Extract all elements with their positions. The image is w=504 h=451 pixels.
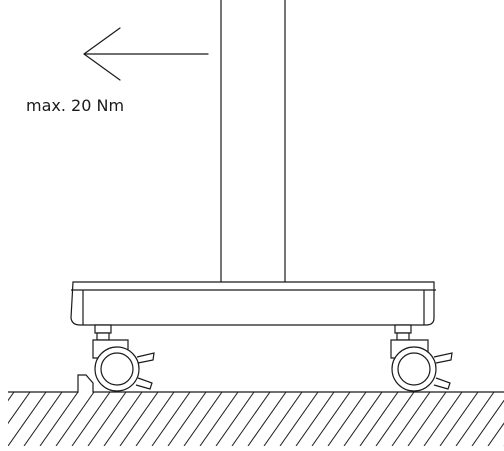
floor-hatch-line [24,392,62,446]
floor-hatch-line [248,392,286,446]
floor-hatch-line [312,392,350,446]
floor-hatch-line [408,392,446,446]
floor-hatch-line [456,392,494,446]
floor-hatch-line [0,392,30,446]
floor-hatch-line [360,392,398,446]
floor-hatch-line [344,392,382,446]
floor-hatch-line [136,392,174,446]
floor-hatch-line [72,392,110,446]
floor-hatch-line [392,392,430,446]
floor-hatch-line [104,392,142,446]
floor-hatch-line [88,392,126,446]
floor-hatch-line [488,392,504,446]
floor-hatch-line [296,392,334,446]
floor-hatch-line [232,392,270,446]
floor [0,375,504,446]
floor-hatch-line [0,392,14,446]
floor-hatch-line [40,392,78,446]
floor-hatch-line [184,392,222,446]
floor-hatch-line [328,392,366,446]
floor-hatch-line [200,392,238,446]
floor-hatch-line [216,392,254,446]
base [71,282,436,325]
right-caster [391,325,452,391]
floor-hatch-line [152,392,190,446]
floor-hatch-line [376,392,414,446]
left-caster [93,325,154,391]
floor-hatch-line [424,392,462,446]
column [221,0,285,282]
force-arrow [83,27,208,81]
force-label: max. 20 Nm [26,96,125,115]
floor-hatch-line [120,392,158,446]
floor-hatch-line [264,392,302,446]
floor-hatch-line [280,392,318,446]
floor-hatch-line [56,392,94,446]
floor-hatch-line [168,392,206,446]
floor-hatch-line [440,392,478,446]
floor-hatch-line [8,392,46,446]
floor-surface [8,375,504,392]
